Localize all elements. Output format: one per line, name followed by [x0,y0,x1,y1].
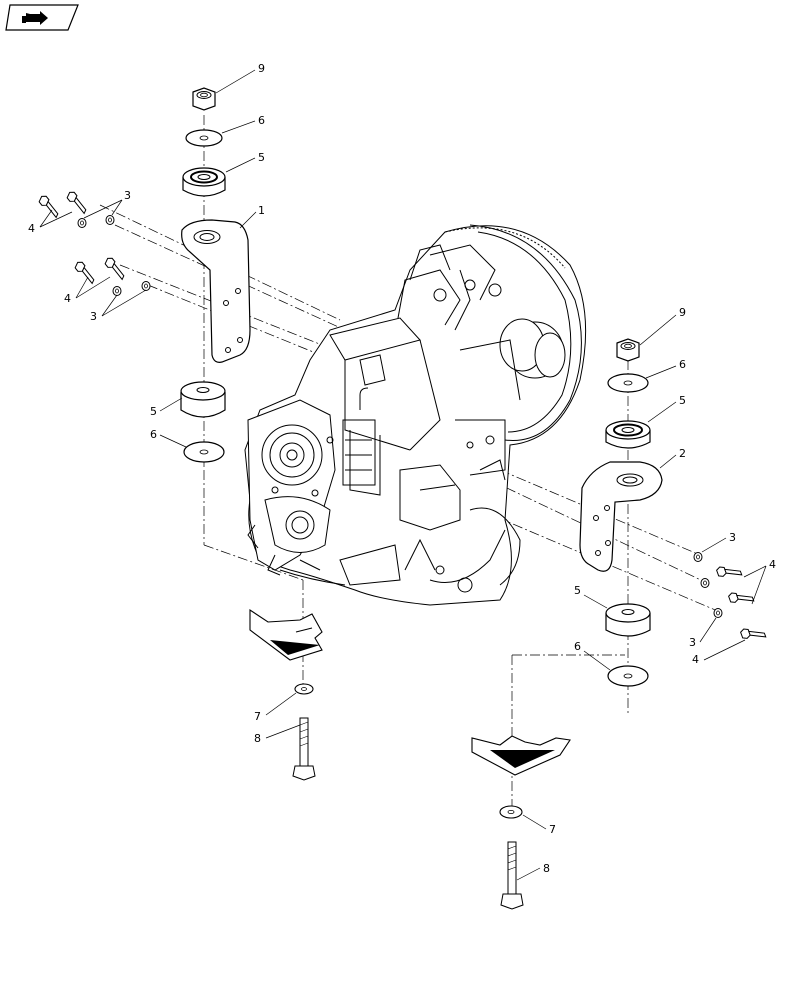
callout-3-a: 3 [83,189,131,219]
nut-right [616,338,640,362]
svg-text:7: 7 [254,710,261,723]
svg-text:3: 3 [729,531,736,544]
svg-text:6: 6 [574,640,581,653]
bolt-lower-left [292,717,316,781]
callout-6-top: 6 [221,114,265,134]
next-page-arrow-icon [22,11,48,25]
callout-3-c: 3 [701,531,736,553]
svg-text:8: 8 [543,862,550,875]
callout-4-c: 4 [743,558,776,605]
svg-text:4: 4 [769,558,776,571]
svg-text:7: 7 [549,823,556,836]
callout-labels: 9 6 5 1 3 4 4 3 5 6 7 8 9 6 5 2 3 4 3 4 … [28,62,776,881]
callout-5-lower: 5 [574,584,608,609]
callout-1: 1 [239,204,265,229]
svg-text:9: 9 [679,306,686,319]
next-page-button[interactable] [5,4,79,31]
rubber-mount-left [180,381,226,418]
callout-5-right: 5 [647,394,686,423]
callout-9-right: 9 [639,306,686,346]
callout-4-b: 4 [64,276,111,305]
callout-8-left: 8 [254,724,301,745]
svg-text:5: 5 [574,584,581,597]
washer-right [607,373,649,393]
callout-4-d: 4 [692,639,746,666]
bolts-left-lower [71,256,151,296]
svg-text:2: 2 [679,447,686,460]
callout-3-b: 3 [90,289,147,323]
washer-lower-left [294,683,314,695]
svg-text:6: 6 [150,428,157,441]
callout-7-left: 7 [254,692,297,723]
callout-6-left: 6 [150,428,187,448]
bracket-right [579,461,663,572]
nut-top [192,87,216,111]
callout-6-lower: 6 [574,640,611,671]
svg-text:1: 1 [258,204,265,217]
svg-text:3: 3 [124,189,131,202]
callout-7-right: 7 [522,814,556,836]
callout-5-left: 5 [150,397,183,418]
washer-lower-center [499,805,523,819]
bolts-right [693,552,767,645]
callout-6-right: 6 [645,358,686,379]
svg-text:4: 4 [692,653,699,666]
bolt-lower-center [500,841,524,910]
washer-lower-right [607,665,649,687]
svg-text:3: 3 [689,636,696,649]
svg-text:5: 5 [150,405,157,418]
washer-top [185,129,223,147]
svg-text:8: 8 [254,732,261,745]
svg-text:6: 6 [679,358,686,371]
callout-8-right: 8 [516,862,550,881]
rubber-mount-right [605,420,651,449]
svg-text:4: 4 [64,292,71,305]
svg-text:5: 5 [258,151,265,164]
callout-5-top: 5 [225,151,265,173]
svg-text:3: 3 [90,310,97,323]
rubber-mount-lower-right [605,603,651,637]
clip-plate-right [471,735,571,776]
callout-3-d: 3 [689,617,717,649]
rubber-mount-top [182,167,226,197]
transmission-housing [244,224,587,606]
svg-text:4: 4 [28,222,35,235]
washer-left [183,441,225,463]
svg-text:9: 9 [258,62,265,75]
callout-9-top: 9 [215,62,265,94]
bracket-left [181,219,251,363]
svg-text:6: 6 [258,114,265,127]
callout-4-a: 4 [28,209,73,235]
clip-plate-left [249,608,323,661]
svg-text:5: 5 [679,394,686,407]
callout-2: 2 [659,447,686,469]
